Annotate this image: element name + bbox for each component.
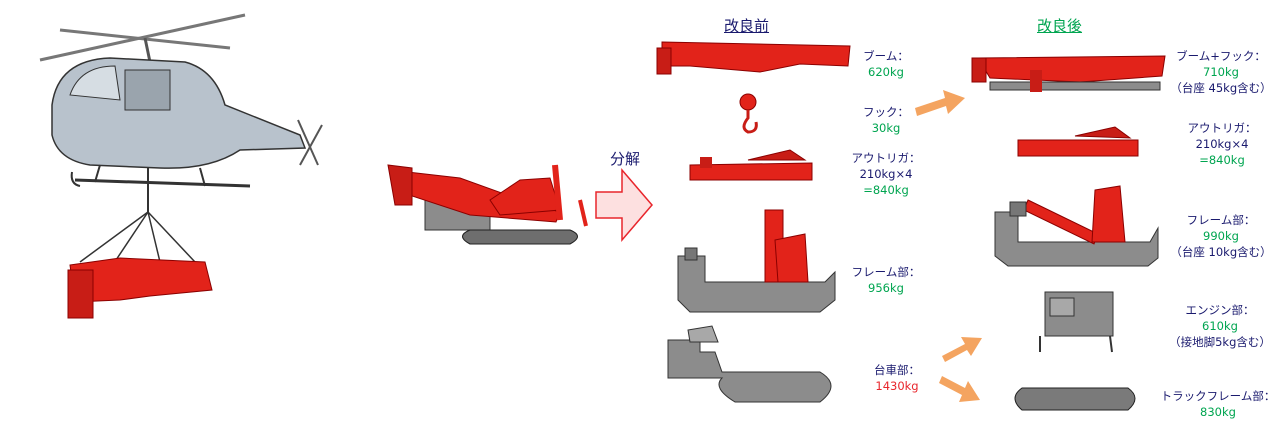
helicopter-illustration: [39, 13, 323, 267]
after-outrigger-name: アウトリガ：: [1187, 121, 1257, 135]
before-undercarriage-illustration: [667, 325, 832, 403]
after-track-frame-name: トラックフレーム部：: [1160, 389, 1276, 403]
before-outrigger-name: アウトリガ：: [851, 151, 921, 165]
before-boom-weight: 620kg: [868, 65, 904, 79]
before-undercarriage-label: 台車部： 1430kg: [862, 362, 932, 394]
after-track-frame-illustration: [1014, 387, 1136, 411]
after-outrigger-weight: =840kg: [1199, 153, 1245, 167]
decompose-label: 分解: [610, 150, 641, 168]
after-engine-note: （接地脚5kg含む）: [1169, 335, 1271, 349]
assembled-crane-illustration: [387, 164, 588, 245]
after-frame-weight: 990kg: [1203, 229, 1239, 243]
after-frame-name: フレーム部：: [1186, 213, 1256, 227]
before-hook-illustration: [739, 93, 758, 134]
suspended-boom-load: [67, 257, 213, 319]
before-outrigger-count: 210kg×4: [859, 167, 913, 181]
after-frame-illustration: [994, 185, 1159, 267]
after-engine-illustration: [1039, 291, 1114, 353]
before-boom-name: ブーム：: [863, 49, 909, 63]
before-undercarriage-weight: 1430kg: [875, 379, 919, 393]
hook-merge-arrow: [915, 90, 965, 116]
before-hook-label: フック： 30kg: [846, 104, 926, 136]
before-outrigger-label: アウトリガ： 210kg×4 =840kg: [842, 150, 930, 198]
after-frame-label: フレーム部： 990kg （台座 10kg含む）: [1166, 212, 1276, 260]
after-boom-hook-note: （台座 45kg含む）: [1170, 81, 1272, 95]
decompose-arrow: [595, 167, 653, 243]
before-frame-name: フレーム部：: [851, 265, 921, 279]
after-boom-hook-name: ブーム+フック：: [1176, 49, 1266, 63]
before-frame-label: フレーム部： 956kg: [842, 264, 930, 296]
after-engine-weight: 610kg: [1202, 319, 1238, 333]
before-outrigger-illustration: [689, 149, 813, 181]
before-boom-label: ブーム： 620kg: [846, 48, 926, 80]
undercarriage-split-arrow-down: [939, 376, 980, 402]
after-boom-hook-weight: 710kg: [1203, 65, 1239, 79]
after-track-frame-label: トラックフレーム部： 830kg: [1160, 388, 1276, 420]
before-undercarriage-name: 台車部：: [874, 363, 920, 377]
before-frame-illustration: [677, 209, 836, 313]
after-boom-hook-illustration: [971, 55, 1166, 92]
after-engine-name: エンジン部：: [1185, 303, 1255, 317]
before-boom-illustration: [656, 41, 851, 75]
before-hook-name: フック：: [863, 105, 909, 119]
after-outrigger-label: アウトリガ： 210kg×4 =840kg: [1178, 120, 1266, 168]
after-engine-label: エンジン部： 610kg （接地脚5kg含む）: [1164, 302, 1276, 350]
after-outrigger-count: 210kg×4: [1195, 137, 1249, 151]
before-hook-weight: 30kg: [871, 121, 901, 135]
after-track-frame-weight: 830kg: [1200, 405, 1236, 419]
after-header: 改良後: [1037, 17, 1083, 35]
before-frame-weight: 956kg: [868, 281, 904, 295]
before-header: 改良前: [724, 17, 770, 35]
after-frame-note: （台座 10kg含む）: [1170, 245, 1272, 259]
after-outrigger-illustration: [1017, 126, 1139, 157]
before-outrigger-weight: =840kg: [863, 183, 909, 197]
undercarriage-split-arrow-up: [942, 337, 982, 362]
after-boom-hook-label: ブーム+フック： 710kg （台座 45kg含む）: [1166, 48, 1276, 96]
